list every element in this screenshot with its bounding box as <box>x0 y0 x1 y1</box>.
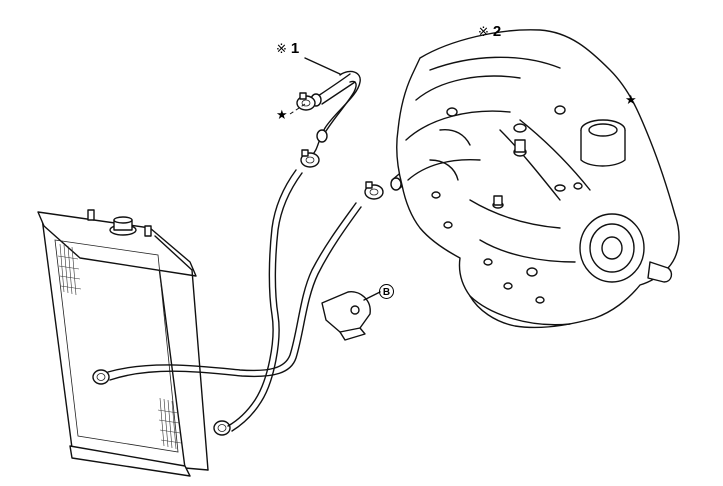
bracket-label-b: B <box>379 284 394 299</box>
note-mark-2: ※ <box>478 24 489 39</box>
star-mark-right: ★ <box>625 93 637 108</box>
hose-clamp-lower <box>364 181 384 200</box>
transmission-assembly <box>396 29 680 329</box>
hose-clamp-upper <box>296 92 316 111</box>
star-mark-left: ★ <box>276 108 288 123</box>
cooler-pipes <box>107 169 362 432</box>
hose-clamp-middle <box>300 149 320 168</box>
hose-1-number: 1 <box>290 40 300 57</box>
note-mark-1: ※ <box>276 41 287 56</box>
hose-2-number: 2 <box>492 23 502 40</box>
hose-1-callout: ※1 <box>276 41 299 57</box>
pipe-bracket <box>321 291 381 341</box>
radiator <box>37 209 231 477</box>
hose-2-callout: ※2 <box>478 24 501 40</box>
